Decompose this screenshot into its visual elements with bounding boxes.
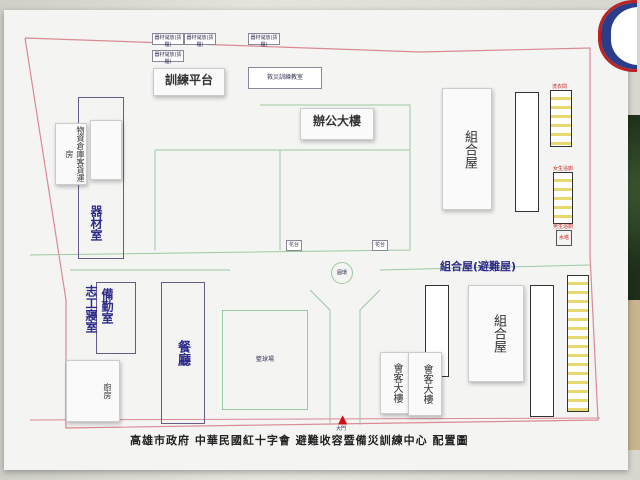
plan-title: 高雄市政府 中華民國紅十字會 避難收容暨備災訓練中心 配置圖 (130, 434, 469, 447)
roundabout: 圓環 (331, 262, 353, 284)
flap-card (90, 120, 122, 180)
prefab-row (515, 92, 539, 212)
planter-left: 花台 (286, 240, 302, 251)
male-bath: 男生浴廁 (553, 224, 574, 230)
training-platform: 訓練平台 (153, 68, 225, 96)
volunteer-room: 志工寢室 (84, 285, 98, 333)
reception-building-2: 會客大樓 (408, 352, 442, 416)
warehouse-card: 物資倉庫客貨運房 (55, 123, 87, 185)
disaster-classroom: 救災訓練教室 (248, 67, 322, 89)
main-gate: 大門 (336, 426, 347, 432)
kitchen: 廚房 (66, 360, 120, 422)
gate-arrow-icon: ▲ (338, 412, 348, 426)
prefab-shelter-heading: 組合屋(避難屋) (440, 260, 517, 273)
storage-unit: 器材儲放(貨櫃) (152, 33, 184, 48)
dining-building (161, 282, 205, 424)
female-bath-block (553, 172, 573, 224)
storage-unit: 器材儲放(貨櫃) (152, 50, 184, 65)
storage-unit: 器材儲放(貨櫃) (248, 33, 280, 48)
basketball-court: 籃球場 (222, 310, 308, 410)
reception-building-1: 會客大樓 (380, 352, 410, 414)
office-building: 辦公大樓 (300, 108, 374, 140)
dining-hall: 餐廳 (175, 340, 190, 366)
prefab-bottom: 組合屋 (468, 285, 524, 382)
laundry-block (550, 90, 572, 147)
female-bath: 女生浴廁 (553, 166, 574, 172)
bath-block-lower (567, 275, 589, 412)
storage-unit: 器材儲放(貨櫃) (184, 33, 216, 48)
water-tower: 水塔 (556, 230, 572, 246)
duty-room: 備勤室 (100, 288, 114, 324)
planter-right: 花台 (372, 240, 388, 251)
guest-room: 客貨運房 (65, 150, 85, 182)
prefab-top: 組合屋 (442, 88, 492, 210)
volunteer-building (96, 282, 136, 354)
prefab-row (530, 285, 554, 417)
equipment-room: 器材室 (89, 205, 103, 241)
warehouse: 物資倉庫 (76, 126, 85, 158)
laundry: 洗衣間 (552, 84, 568, 90)
